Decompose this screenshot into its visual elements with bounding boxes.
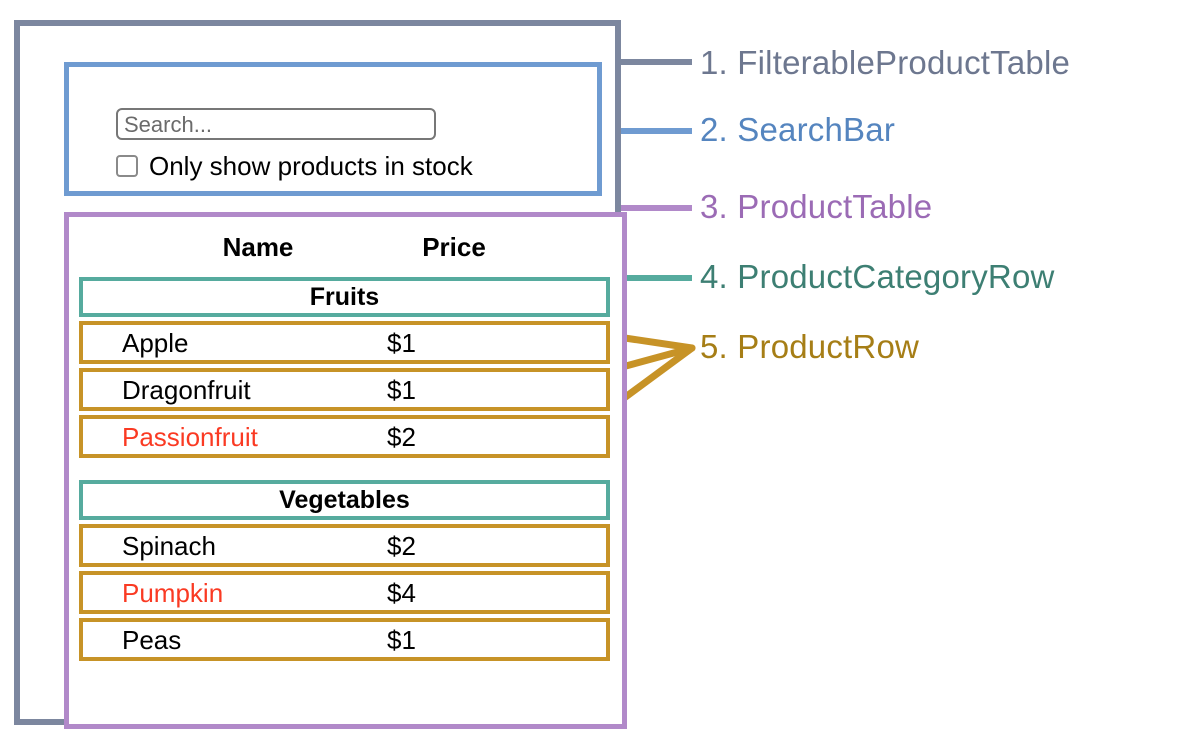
product-name: Peas bbox=[122, 624, 182, 655]
product-name: Spinach bbox=[122, 530, 216, 561]
column-header-name: Name bbox=[222, 231, 294, 262]
legend-item-product-row: 5. ProductRow bbox=[700, 330, 919, 363]
legend-item-product-table: 3. ProductTable bbox=[700, 190, 932, 223]
product-row: Pumpkin $4 bbox=[79, 571, 610, 614]
category-spacer bbox=[79, 462, 610, 480]
product-table-frame: Name Price Fruits Apple $1 Dragonfruit $… bbox=[64, 212, 627, 729]
legend-number: 3. bbox=[700, 188, 728, 225]
legend-number: 5. bbox=[700, 328, 728, 365]
product-price: $2 bbox=[387, 421, 416, 452]
product-category-label: Fruits bbox=[309, 282, 380, 311]
product-row: Peas $1 bbox=[79, 618, 610, 661]
product-name-out-of-stock: Pumpkin bbox=[122, 577, 224, 608]
product-price: $2 bbox=[387, 530, 416, 561]
filterable-product-table-frame: Search... Only show products in stock Na… bbox=[14, 20, 627, 729]
legend-item-search-bar: 2. SearchBar bbox=[700, 113, 895, 146]
product-row: Dragonfruit $1 bbox=[79, 368, 610, 411]
product-row: Passionfruit $2 bbox=[79, 415, 610, 458]
legend-label: SearchBar bbox=[737, 111, 896, 148]
legend-label: ProductCategoryRow bbox=[737, 258, 1055, 295]
product-table-body: Fruits Apple $1 Dragonfruit $1 Passionfr… bbox=[79, 277, 610, 665]
product-price: $1 bbox=[387, 374, 416, 405]
legend-item-product-category-row: 4. ProductCategoryRow bbox=[700, 260, 1055, 293]
in-stock-checkbox-label: Only show products in stock bbox=[149, 151, 473, 181]
legend-label: ProductRow bbox=[737, 328, 920, 365]
product-price: $1 bbox=[387, 327, 416, 358]
legend-label: FilterableProductTable bbox=[737, 44, 1071, 81]
product-name: Apple bbox=[122, 327, 189, 358]
product-category-row: Vegetables bbox=[79, 480, 610, 520]
search-input[interactable]: Search... bbox=[116, 108, 436, 140]
search-bar-frame: Search... Only show products in stock bbox=[64, 62, 602, 196]
in-stock-checkbox-row[interactable]: Only show products in stock bbox=[116, 153, 473, 179]
legend-number: 1. bbox=[700, 44, 728, 81]
product-price: $4 bbox=[387, 577, 416, 608]
product-category-row: Fruits bbox=[79, 277, 610, 317]
column-header-price: Price bbox=[422, 231, 486, 262]
product-name: Dragonfruit bbox=[122, 374, 251, 405]
product-price: $1 bbox=[387, 624, 416, 655]
product-category-label: Vegetables bbox=[279, 485, 410, 514]
legend-label: ProductTable bbox=[737, 188, 933, 225]
product-name-out-of-stock: Passionfruit bbox=[122, 421, 258, 452]
in-stock-checkbox[interactable] bbox=[116, 155, 138, 177]
legend-item-filterable-product-table: 1. FilterableProductTable bbox=[700, 46, 1070, 79]
legend-number: 4. bbox=[700, 258, 728, 295]
product-row: Apple $1 bbox=[79, 321, 610, 364]
product-table-header-row: Name Price bbox=[69, 223, 622, 271]
product-row: Spinach $2 bbox=[79, 524, 610, 567]
legend-number: 2. bbox=[700, 111, 728, 148]
